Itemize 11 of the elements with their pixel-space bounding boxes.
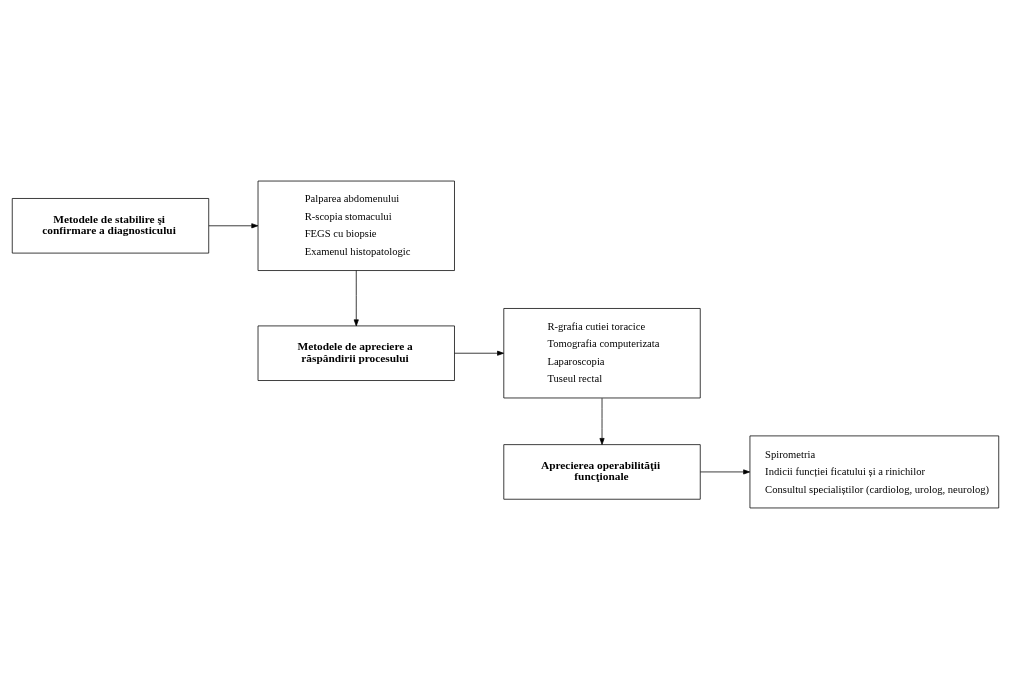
arrow xyxy=(353,269,359,326)
node-box: Spirometria Indicii funcției ficatului și a rinichilor Consultul specialiștilor (cardiolog, urolog, neurolog) xyxy=(749,435,1000,508)
node-box: Palparea abdomenului R-scopia stomacului FEGS cu biopsie Examenul histopatologic xyxy=(257,180,455,271)
arrow xyxy=(208,222,259,228)
node-box: Aprecierea operabilităţii funcţionale xyxy=(503,443,701,500)
arrow xyxy=(599,397,605,445)
arrow xyxy=(700,468,751,474)
node-box: Metodele de stabilire şi confirmare a diagnosticului xyxy=(11,197,210,253)
node-box: R-grafia cutiei toracice Tomografia computerizata Laparoscopia Tuseul rectal xyxy=(503,307,701,398)
arrow xyxy=(454,350,504,356)
node-box: Metodele de apreciere a răspândirii procesului xyxy=(257,325,455,381)
